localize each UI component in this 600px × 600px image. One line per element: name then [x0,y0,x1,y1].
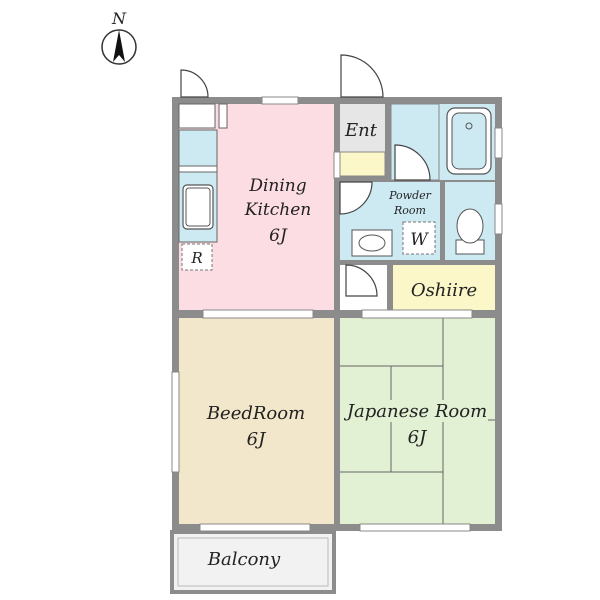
bathtub-drain-icon [465,122,473,130]
window-bedroom-side [171,371,180,473]
refrigerator-space [181,243,213,271]
washer-space [402,221,436,255]
dining-size-label: 6J [269,226,288,246]
window-bath-side [494,127,503,159]
mb-box [178,103,216,129]
entrance-floor [340,104,385,152]
window-dining-top [261,96,299,105]
compass: N [101,9,137,65]
bedroom-label: BeedRoom [206,403,305,424]
bathtub-inner-icon [451,112,487,170]
washbasin-icon [358,234,386,252]
entrance-door-swing-icon [340,54,384,98]
compass-north-label: N [111,9,127,28]
bath-door-swing-icon [394,144,431,181]
japanese-door-track [361,309,473,319]
japanese-room-label: Japanese Room [343,401,487,422]
powder-label-line2: Room [393,204,426,217]
dining-label-line1: Dining [248,176,306,196]
window-bedroom-bottom [199,523,311,532]
oshiire-closet [393,265,495,310]
japanese-room-size-label: 6J [408,427,428,448]
dining-label-line2: Kitchen [244,200,311,220]
counter-divider [178,165,218,173]
balcony [170,530,336,594]
window-toilet-side [494,203,503,235]
north-arrow-needle [113,30,125,62]
hall-door-swing-icon [345,264,378,297]
mb-jamb [218,103,228,129]
refrigerator-label: R [190,249,202,267]
japanese-label-bg [380,400,488,422]
washer-label: W [410,230,429,250]
bedroom-size-label: 6J [247,429,267,450]
entrance-label: Ent [344,120,378,141]
shoe-cabinet [339,151,386,177]
bedroom [179,318,334,524]
window-japanese-bottom [359,523,471,532]
windows [171,96,503,532]
mb-door-swing-icon [180,69,209,98]
entry-step [333,151,341,179]
oshiire-label: Oshiire [411,280,477,301]
sink-basin-icon [185,187,211,227]
balcony-label: Balcony [207,549,281,570]
sink-icon [182,184,214,230]
bedroom-door-track [202,309,314,319]
balcony-rail [177,537,329,587]
powder-label-line1: Powder [388,189,432,202]
powder-door-swing-icon [339,181,373,215]
toilet-bowl-icon [456,208,484,244]
doors [180,54,431,297]
